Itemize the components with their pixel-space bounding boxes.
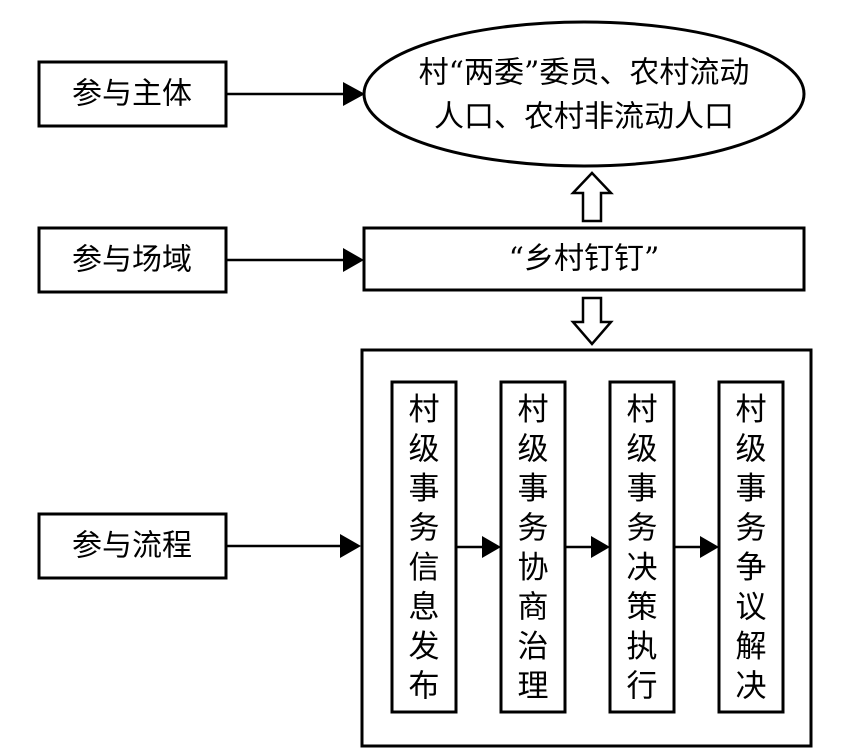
step-arrow-2: [565, 536, 610, 558]
participants-ellipse: 村“两委”委员、农村流动 人口、农村非流动人口: [362, 20, 806, 168]
hollow-up-arrow: [570, 171, 614, 223]
platform-box: “乡村钉钉”: [362, 226, 806, 292]
process-label-box: 参与流程: [37, 512, 228, 580]
participants-label-box: 参与主体: [37, 60, 228, 128]
process-step-2-label: 村级事务协商治理: [518, 392, 549, 705]
participants-label: 参与主体: [72, 77, 192, 112]
process-step-4-label: 村级事务争议解决: [736, 392, 767, 705]
step-arrow-3: [674, 536, 719, 558]
participants-line-2: 人口、农村非流动人口: [434, 100, 734, 135]
participants-line-1: 村“两委”委员、农村流动: [419, 56, 750, 91]
arrow-process: [226, 534, 361, 558]
arrow-participants: [226, 82, 365, 106]
process-step-1-label: 村级事务信息发布: [409, 392, 440, 705]
process-step-4: 村级事务争议解决: [717, 380, 785, 714]
process-step-3-label: 村级事务决策执行: [627, 392, 658, 705]
process-step-3: 村级事务决策执行: [608, 380, 676, 714]
process-step-1: 村级事务信息发布: [390, 380, 458, 714]
arrow-field: [226, 248, 364, 272]
field-label-box: 参与场域: [37, 226, 228, 294]
process-step-2: 村级事务协商治理: [499, 380, 567, 714]
hollow-down-arrow: [570, 296, 614, 346]
field-label: 参与场域: [72, 243, 192, 278]
process-label: 参与流程: [72, 529, 192, 564]
platform-label: “乡村钉钉”: [509, 242, 660, 277]
step-arrow-1: [456, 536, 501, 558]
